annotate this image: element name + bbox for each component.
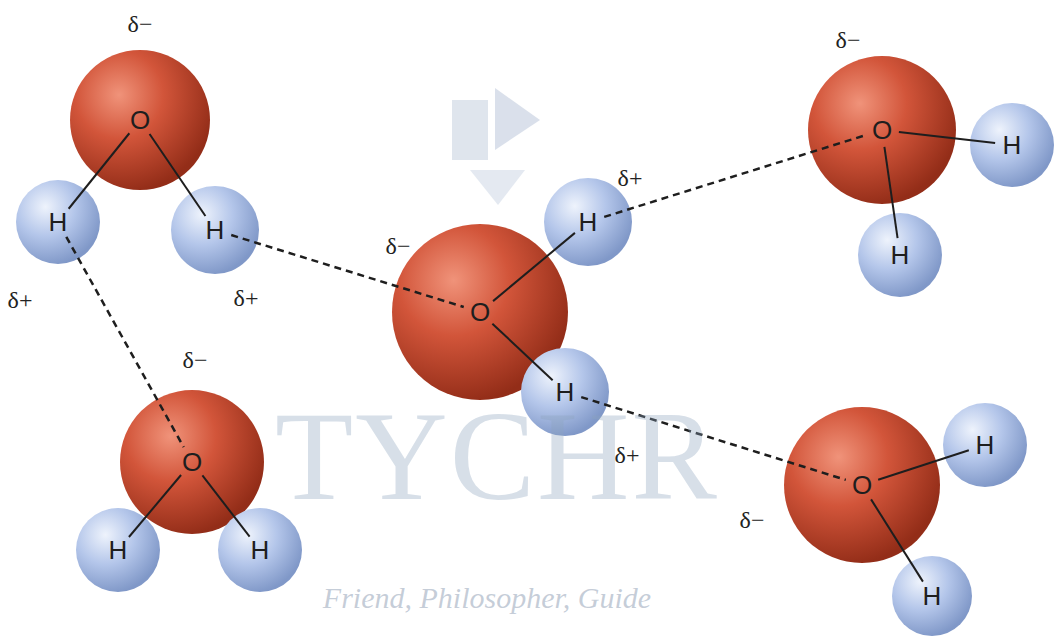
atom-symbol: O [470,299,490,325]
atom-symbol: H [251,537,270,563]
oxygen-atom: O [120,390,264,534]
atom-symbol: H [579,209,598,235]
hydrogen-bond [604,135,866,217]
hydrogen-atom: H [970,103,1054,187]
atom-symbol: H [976,432,995,458]
hydrogen-atom: H [171,186,259,274]
watermark: TYCHR [275,383,719,530]
oxygen-atom: O [70,50,210,190]
hydrogen-sphere [16,103,1054,636]
oxygen-atom: O [392,224,568,400]
covalent-bond [884,147,897,238]
atom-symbol: H [49,209,68,235]
hydrogen-atom: H [544,178,632,266]
partial-charge: δ− [836,27,861,54]
covalent-bond [150,134,206,216]
hydrogen-bond [66,237,183,447]
partial-charge: δ+ [8,287,33,314]
covalent-bond [492,324,552,381]
partial-charge: δ− [740,507,765,534]
atom-symbol: O [872,117,892,143]
hydrogen-bond [231,235,464,307]
covalent-bond [202,475,249,536]
oxygen-sphere [70,50,956,563]
covalent-bond [69,133,130,209]
atom-symbol: H [923,583,942,609]
atom-symbol: H [109,537,128,563]
covalent-bond [899,132,995,143]
partial-charge: δ− [128,11,153,38]
covalent-bond [129,475,181,537]
atom-symbol: O [130,107,150,133]
hydrogen-atom: H [943,403,1027,487]
hydrogen-atom: H [858,213,942,297]
atom-symbol: H [891,242,910,268]
covalent-bond [878,450,969,479]
watermark-logo [452,88,540,205]
atom-symbol: H [206,217,225,243]
partial-charge: δ+ [234,285,259,312]
oxygen-atom: O [808,56,956,204]
atom-symbol: O [852,472,872,498]
partial-charge: δ− [386,233,411,260]
covalent-bond [493,233,575,301]
covalent-bond [871,499,923,581]
hydrogen-atom: H [16,180,100,264]
watermark-tagline: Friend, Philosopher, Guide [323,581,651,615]
oxygen-atom: O [784,407,940,563]
partial-charge: δ+ [618,165,643,192]
atom-symbol: H [1003,132,1022,158]
hydrogen-atom: H [76,508,160,592]
atom-symbol: O [182,449,202,475]
partial-charge: δ− [183,347,208,374]
hydrogen-atom: H [892,556,972,636]
